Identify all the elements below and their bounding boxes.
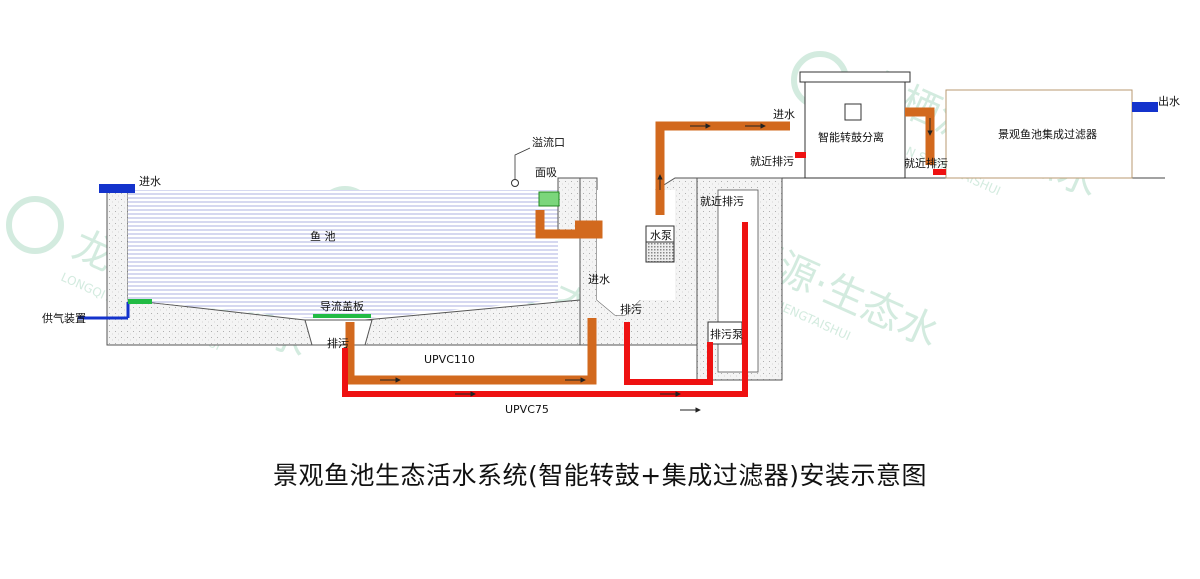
flow-arrows: [380, 118, 933, 413]
label-inlet-mid: 进水: [588, 273, 610, 286]
label-inlet-top: 进水: [773, 108, 795, 121]
label-drain-mid: 排污: [620, 302, 642, 316]
red-pipe-network: [342, 152, 946, 397]
outlet-pipe: [1132, 102, 1158, 112]
surface-suction-filter: [538, 191, 560, 207]
label-upvc75: UPVC75: [505, 403, 549, 416]
integrated-filter: [945, 89, 1158, 179]
pond-water: [128, 190, 558, 318]
pump-chamber: [579, 177, 698, 346]
label-overflow: 溢流口: [532, 135, 565, 149]
guide-plate: [313, 314, 371, 318]
labels: 进水 鱼 池 供气装置 导流盖板 排污 UPVC110 UPVC75 溢流口 面…: [42, 94, 1180, 416]
label-pump: 水泵: [650, 229, 672, 242]
label-inlet-left: 进水: [139, 175, 161, 188]
diagram-caption: 景观鱼池生态活水系统(智能转鼓+集成过滤器)安装示意图: [273, 461, 927, 490]
label-surface-suction: 面吸: [535, 166, 557, 179]
label-guide-plate: 导流盖板: [320, 299, 364, 313]
label-nearby-drain-b: 就近排污: [904, 156, 948, 170]
label-drum-separator: 智能转鼓分离: [818, 130, 884, 144]
label-nearby-drain-a: 就近排污: [750, 154, 794, 168]
overflow-port-icon: [511, 179, 519, 187]
label-upvc110: UPVC110: [424, 353, 475, 366]
label-integrated-filter: 景观鱼池集成过滤器: [998, 127, 1097, 141]
label-air-supply: 供气装置: [42, 311, 86, 325]
label-fish-pond: 鱼 池: [310, 229, 336, 243]
label-outlet: 出水: [1158, 94, 1180, 108]
label-sewage-pump: 排污泵: [710, 327, 743, 341]
label-nearby-drain-mid: 就近排污: [700, 194, 744, 208]
sewage-pump-pit: [696, 177, 783, 381]
fish-pond-basin: [78, 177, 598, 346]
label-drain-left: 排污: [327, 336, 349, 350]
inlet-left-pipe: [99, 184, 135, 193]
drum-separator: [799, 71, 911, 179]
